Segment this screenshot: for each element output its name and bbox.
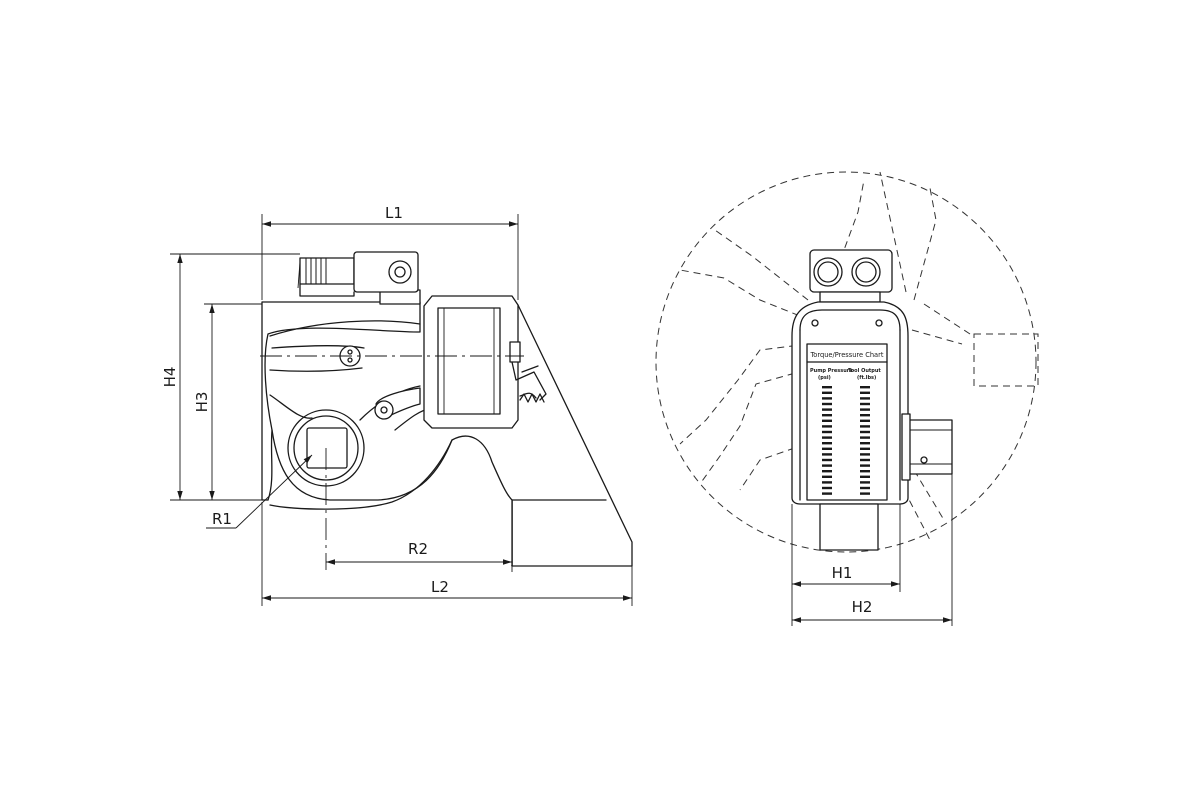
chart-row-output-mark <box>860 442 870 445</box>
side-view-dimensions: L1 L2 R2 R1 H4 H3 <box>161 204 633 606</box>
chart-row-pressure-mark <box>822 436 832 439</box>
chart-row-output-mark <box>860 447 870 450</box>
dim-label-r2: R2 <box>408 540 428 558</box>
chart-row-pressure-mark <box>822 408 832 411</box>
chart-col1-head: Pump Pressure <box>810 368 853 374</box>
chart-row-pressure-mark <box>822 397 832 400</box>
chart-row-output-mark <box>860 475 870 478</box>
front-view-dimensions: H1 H2 <box>791 474 953 626</box>
chart-col2-unit: (ft.lbs) <box>857 375 876 381</box>
chart-row-output-mark <box>860 402 870 406</box>
dim-label-h1: H1 <box>832 564 853 582</box>
chart-row-pressure-mark <box>822 386 832 389</box>
dim-label-h4: H4 <box>161 367 179 388</box>
chart-row-pressure-mark <box>822 475 832 478</box>
chart-row-output-mark <box>860 425 870 428</box>
chart-row-output-mark <box>860 453 870 456</box>
chart-row-pressure-mark <box>822 391 832 394</box>
chart-row-output-mark <box>860 430 870 434</box>
chart-rows <box>822 386 870 495</box>
chart-row-pressure-mark <box>822 425 832 428</box>
front-view: Torque/Pressure Chart Pump Pressure (psi… <box>655 171 1039 553</box>
chart-row-output-mark <box>860 464 870 467</box>
side-view <box>260 251 633 570</box>
chart-row-output-mark <box>860 486 870 490</box>
dim-label-l1: L1 <box>385 204 403 222</box>
chart-row-output-mark <box>860 386 870 389</box>
cylinder-end-cap <box>437 307 501 415</box>
dim-label-h3: H3 <box>193 392 211 413</box>
chart-row-pressure-mark <box>822 442 832 445</box>
torque-pressure-chart: Torque/Pressure Chart Pump Pressure (psi… <box>806 343 888 501</box>
square-drive <box>287 409 365 487</box>
drive-stub <box>819 503 879 551</box>
dim-label-r1: R1 <box>212 510 232 528</box>
swing-envelope <box>655 171 1039 553</box>
chart-row-output-mark <box>860 408 870 411</box>
chart-title: Torque/Pressure Chart <box>810 350 884 359</box>
chart-row-pressure-mark <box>822 414 832 417</box>
swivel-coupler <box>297 251 419 297</box>
chart-row-output-mark <box>860 419 870 422</box>
chart-row-pressure-mark <box>822 453 832 456</box>
hydraulic-ports <box>809 249 893 303</box>
chart-row-pressure-mark <box>822 464 832 467</box>
chart-row-output-mark <box>860 492 870 495</box>
chart-row-pressure-mark <box>822 419 832 422</box>
chart-row-pressure-mark <box>822 447 832 450</box>
chart-row-output-mark <box>860 436 870 439</box>
chart-row-pressure-mark <box>822 458 832 462</box>
lever-latch <box>509 341 547 403</box>
chart-row-output-mark <box>860 481 870 484</box>
chart-row-pressure-mark <box>822 486 832 490</box>
chart-row-pressure-mark <box>822 470 832 473</box>
chart-row-pressure-mark <box>822 481 832 484</box>
chart-row-output-mark <box>860 470 870 473</box>
chart-row-pressure-mark <box>822 430 832 434</box>
chart-row-output-mark <box>860 391 870 394</box>
chart-col1-unit: (psi) <box>818 375 831 381</box>
chart-row-pressure-mark <box>822 402 832 406</box>
chart-row-output-mark <box>860 397 870 400</box>
chart-col2-head: Tool Output <box>848 368 881 374</box>
side-fitting <box>901 413 953 481</box>
chart-row-output-mark <box>860 458 870 462</box>
dim-label-h2: H2 <box>852 598 873 616</box>
dim-label-l2: L2 <box>431 578 449 596</box>
chart-row-pressure-mark <box>822 492 832 495</box>
chart-row-output-mark <box>860 414 870 417</box>
